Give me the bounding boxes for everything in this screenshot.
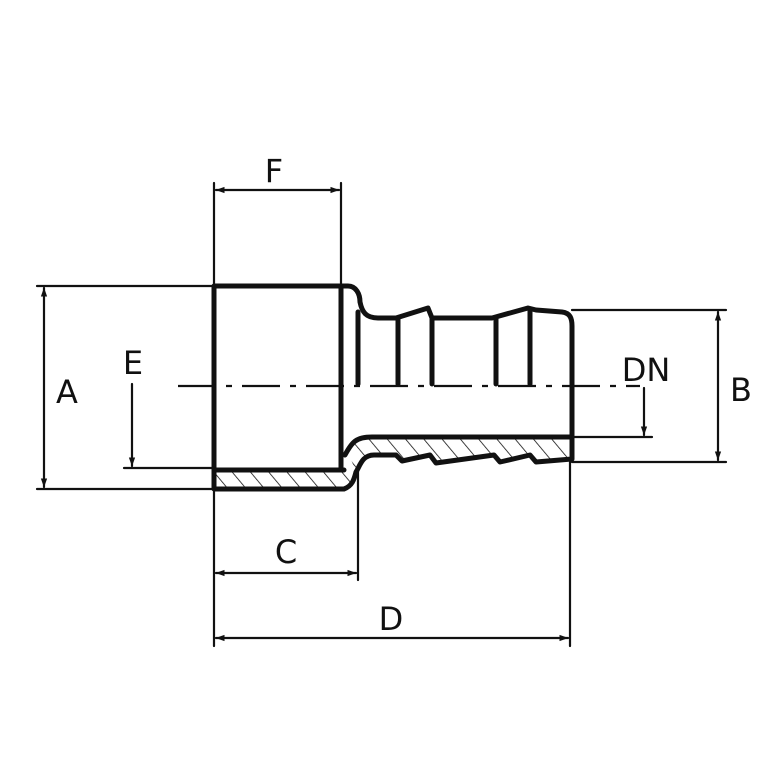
label-d: D bbox=[379, 600, 404, 638]
fitting-outline bbox=[211, 283, 575, 492]
dimension-dn: DN bbox=[570, 351, 671, 439]
section-hatching bbox=[216, 437, 568, 489]
dimension-d: D bbox=[214, 460, 572, 648]
dimension-a: A bbox=[35, 284, 216, 491]
label-a: A bbox=[56, 373, 78, 411]
label-b: B bbox=[730, 371, 752, 409]
dimension-b: B bbox=[570, 308, 752, 464]
label-f: F bbox=[265, 152, 283, 190]
dimension-c: C bbox=[212, 468, 360, 648]
fitting-body bbox=[211, 283, 575, 492]
spigot-bore-line bbox=[342, 434, 573, 458]
dimension-e: E bbox=[123, 344, 216, 470]
label-e: E bbox=[123, 344, 143, 382]
label-dn: DN bbox=[622, 351, 671, 389]
dimension-f: F bbox=[212, 152, 343, 288]
label-c: C bbox=[275, 533, 297, 571]
